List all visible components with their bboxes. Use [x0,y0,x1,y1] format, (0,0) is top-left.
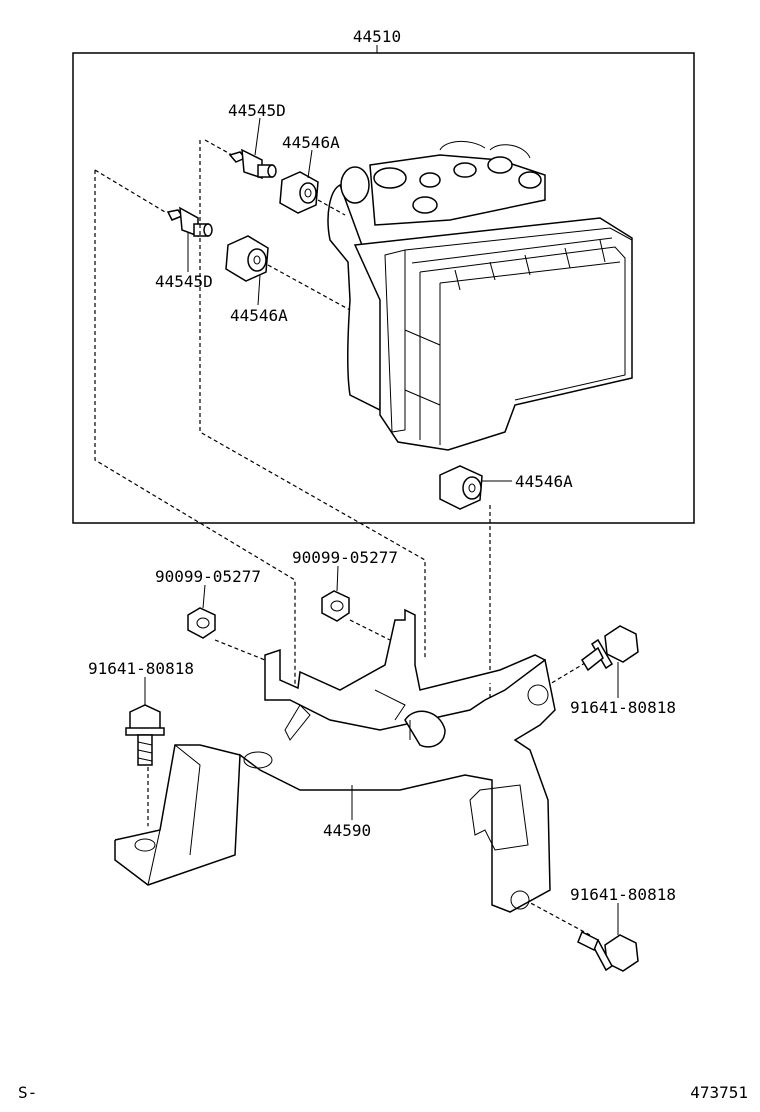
footer-left-code: S- [18,1083,37,1102]
bolt-44545d-upper [228,148,277,180]
label-44546a-lower: 44546A [230,306,288,325]
bolt-91641-right-lower [577,930,639,972]
nut-90099-center [321,590,350,622]
grommet-44546a-right [439,465,483,510]
nut-90099-left [187,607,216,639]
leader-lines [144,117,619,935]
bolt-91641-left [125,704,165,766]
label-91641-left: 91641-80818 [88,659,194,678]
bolt-91641-right-upper [581,625,639,672]
label-44510: 44510 [353,27,401,46]
label-91641-right-lower: 91641-80818 [570,885,676,904]
label-44546a-upper: 44546A [282,133,340,152]
abs-actuator-unit [327,141,633,451]
footer-right-code: 473751 [690,1083,748,1102]
grommet-44546a-lower [225,235,269,282]
label-90099-center: 90099-05277 [292,548,398,567]
label-90099-left: 90099-05277 [155,567,261,586]
label-91641-right-upper: 91641-80818 [570,698,676,717]
label-44545d-lower: 44545D [155,272,213,291]
label-44545d-upper: 44545D [228,101,286,120]
label-44590: 44590 [323,821,371,840]
bracket-44590 [114,608,556,913]
bolt-44545d-lower [166,206,213,238]
grommet-44546a-upper [279,171,319,214]
assembly-guide-lines [94,139,591,936]
label-44546a-right: 44546A [515,472,573,491]
assembly-frame [72,45,695,524]
